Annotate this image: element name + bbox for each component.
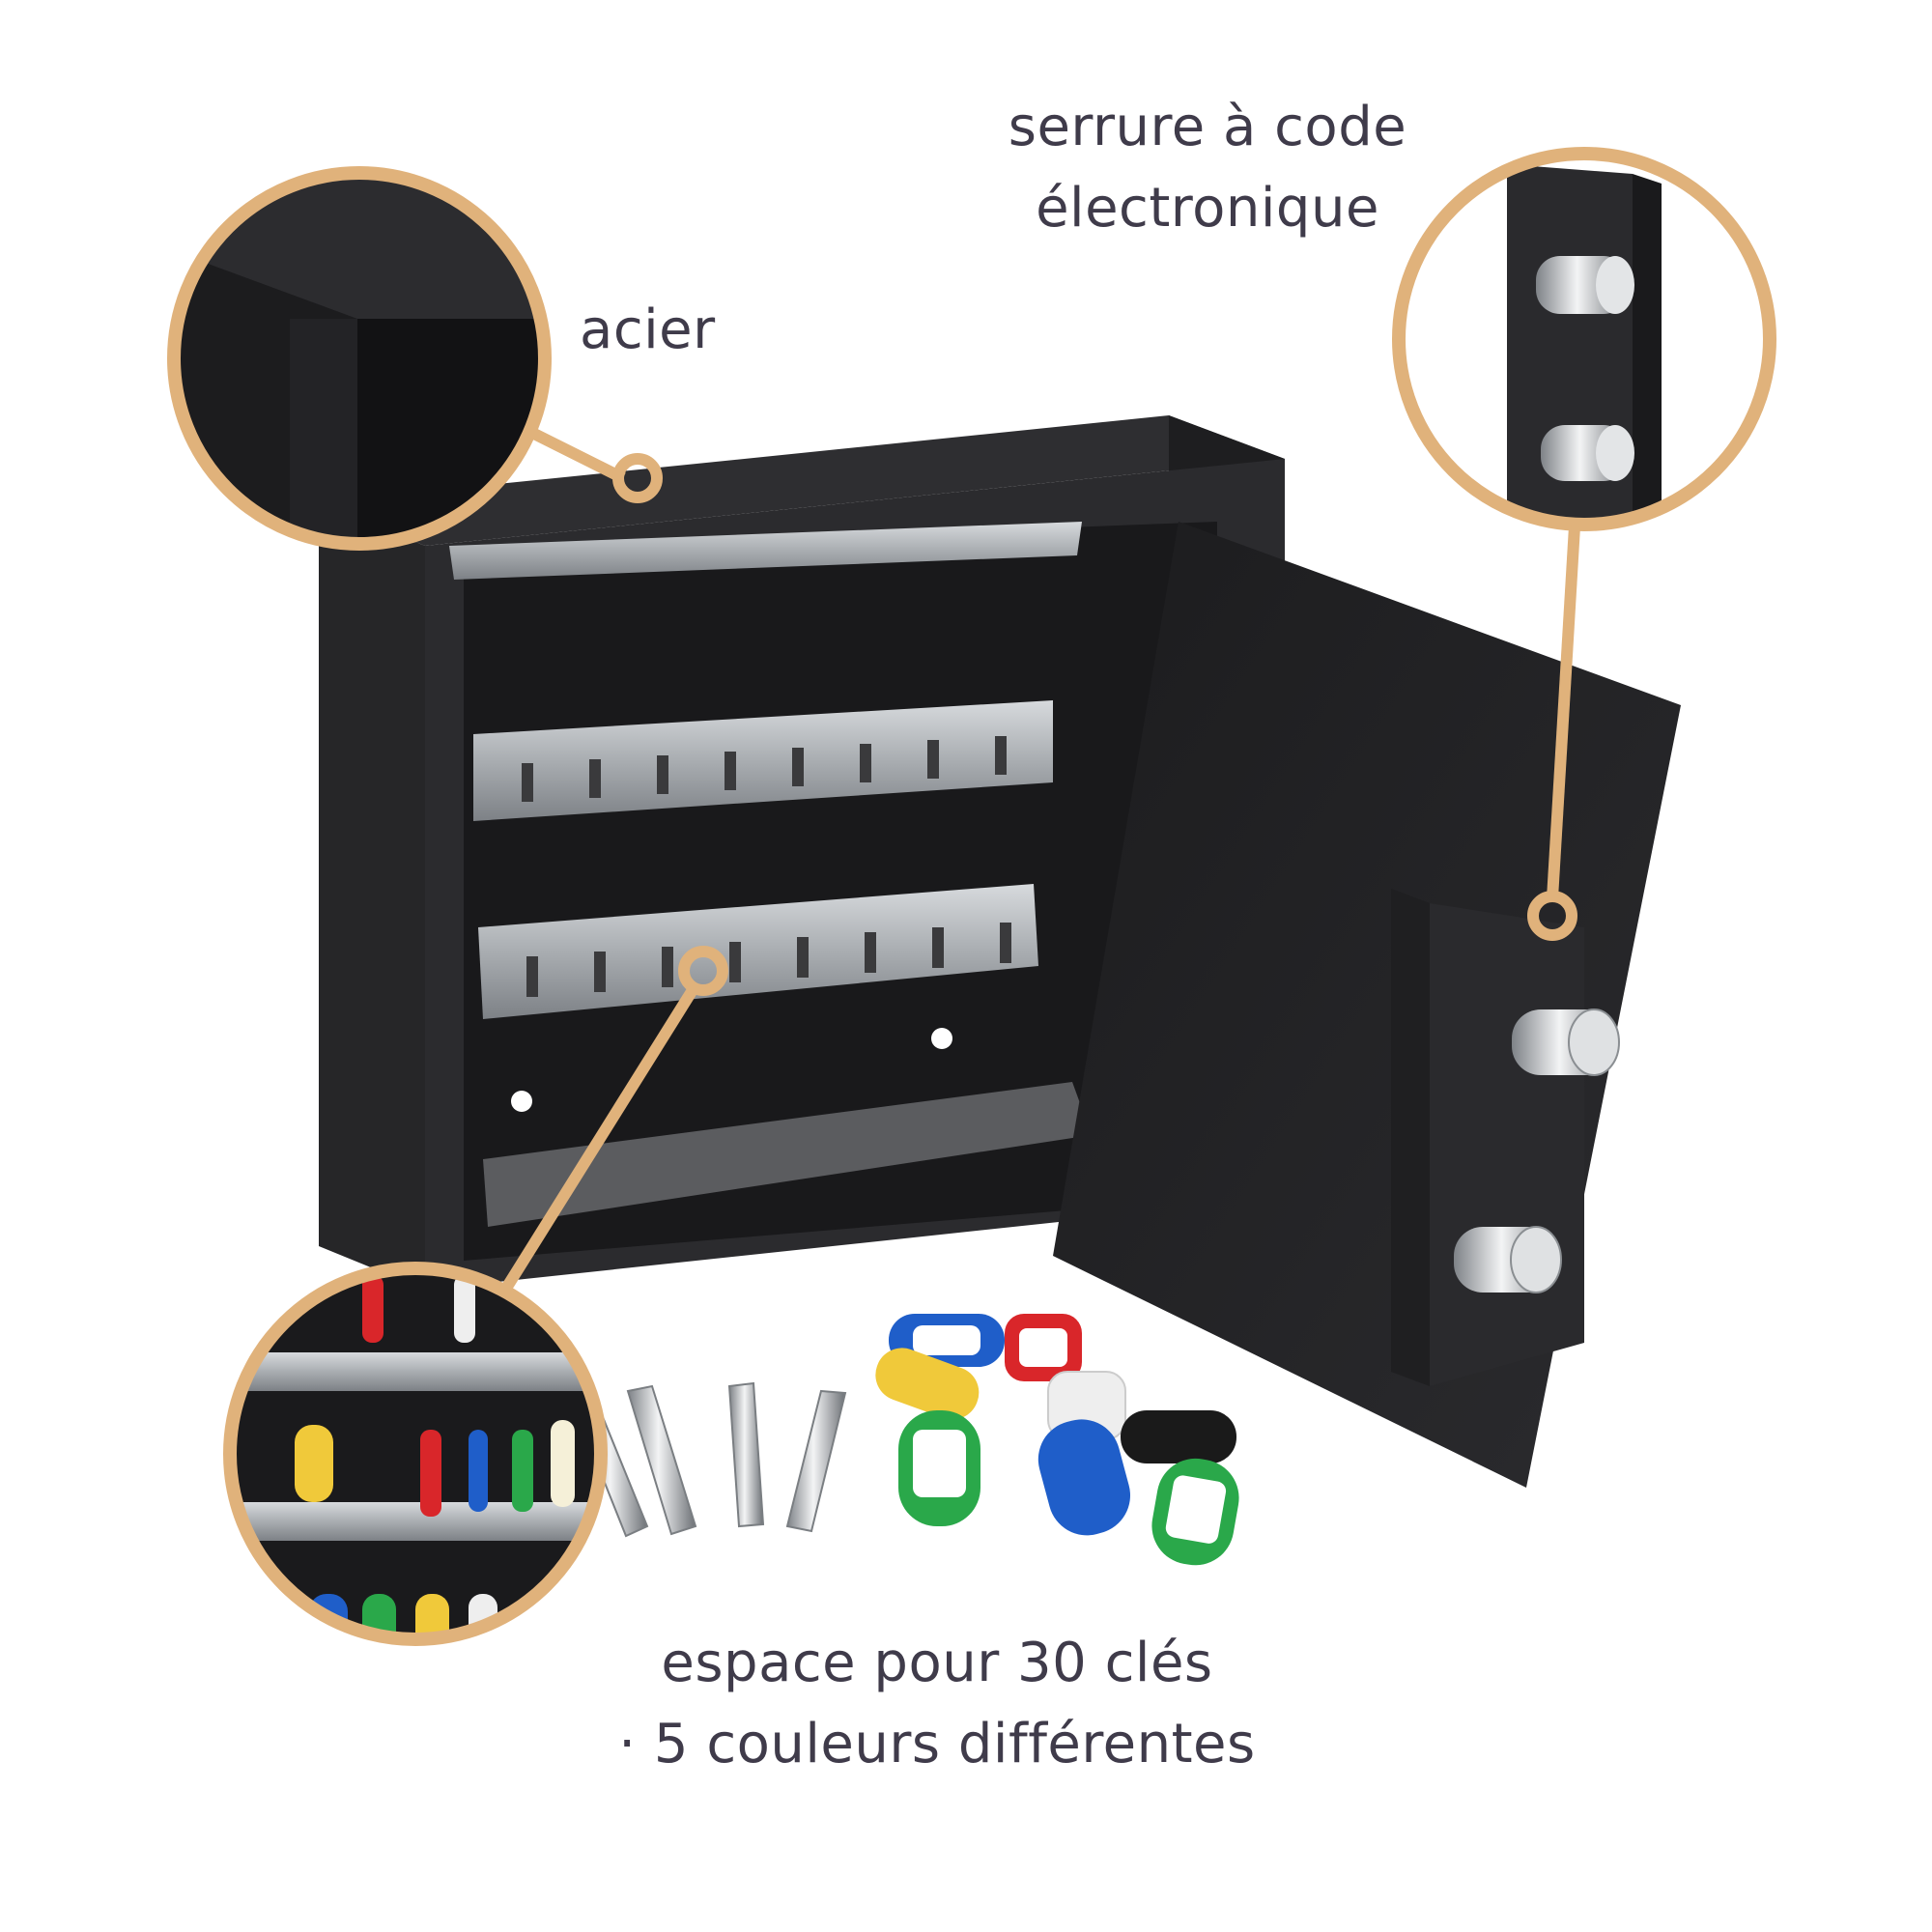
steel-label: acier: [580, 298, 716, 361]
callout-keys: [223, 946, 728, 1646]
safe-top: [319, 415, 1285, 546]
key-rail-middle: [473, 700, 1053, 821]
key-tag: [1037, 1419, 1131, 1536]
key-tag: [875, 1348, 980, 1420]
callout-point: [1527, 891, 1577, 941]
zoom-circle: [167, 166, 552, 551]
key-tag: [898, 1410, 980, 1526]
locking-bolt: [1454, 1226, 1562, 1293]
felt-floor: [483, 1082, 1092, 1227]
keys-label: espace pour 30 clés · 5 couleurs différe…: [541, 1623, 1333, 1785]
keys-label-line2: · 5 couleurs différentes: [618, 1713, 1256, 1776]
callout-point: [612, 453, 663, 503]
keys-label-line1: espace pour 30 clés: [661, 1632, 1213, 1694]
safe-door: [1053, 522, 1681, 1488]
lock-housing: [1430, 903, 1584, 1386]
callout-point: [678, 946, 728, 996]
callout-lock: [1392, 147, 1776, 941]
zoom-circle: [1392, 147, 1776, 531]
key-tags: [875, 1314, 1239, 1566]
key-rail-top: [449, 522, 1082, 580]
key-tag: [1005, 1314, 1082, 1381]
lock-label: serrure à code électronique: [966, 87, 1449, 249]
key-rail-bottom: [478, 884, 1038, 1019]
mounting-hole: [511, 1091, 532, 1112]
anchor-bolts: [578, 1381, 847, 1538]
locking-bolt: [1512, 1009, 1620, 1076]
callout-steel: [167, 166, 663, 551]
lock-label-line1: serrure à code: [1008, 96, 1407, 158]
zoom-circle: [223, 1262, 608, 1646]
key-tag: [1151, 1458, 1239, 1566]
lock-label-line2: électronique: [1036, 177, 1379, 240]
safe-front: [319, 502, 425, 1290]
mounting-hole: [931, 1028, 952, 1049]
key-tag: [1121, 1410, 1236, 1463]
